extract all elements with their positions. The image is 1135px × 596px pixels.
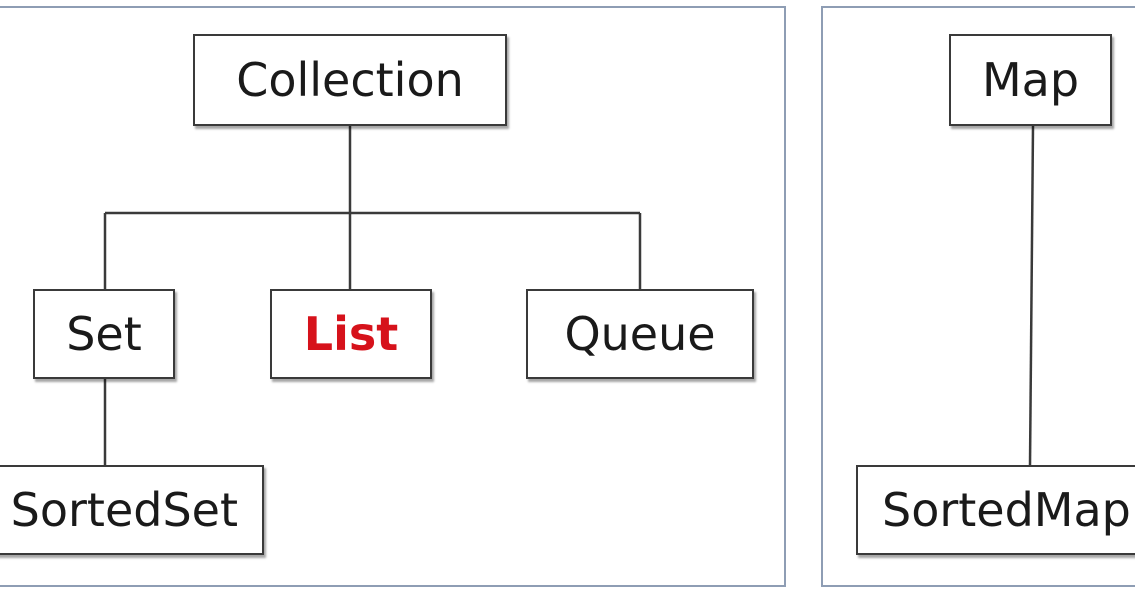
collection-node: Collection	[193, 34, 507, 126]
sortedmap-node: SortedMap	[856, 465, 1135, 555]
sortedset-node: SortedSet	[0, 465, 264, 555]
map-node: Map	[949, 34, 1112, 126]
set-node: Set	[33, 289, 175, 379]
list-node: List	[270, 289, 432, 379]
queue-node: Queue	[526, 289, 754, 379]
